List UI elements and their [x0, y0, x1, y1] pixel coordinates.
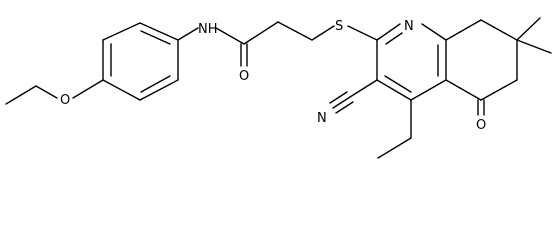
- ketone-oxygen-label: O: [476, 118, 486, 133]
- amide-oxygen-label: O: [239, 69, 249, 84]
- amide-linker: [177, 21, 378, 67]
- thioether-sulfur-label: S: [335, 19, 343, 34]
- ether-oxygen-label: O: [60, 93, 70, 108]
- nitrile-nitrogen-label: N: [317, 111, 327, 126]
- cyclohexanone-ring: [445, 17, 552, 116]
- ethyl-group: [377, 99, 412, 159]
- amide-nh-label: NH: [198, 22, 218, 37]
- nitrile-group: [329, 79, 378, 114]
- ring-nitrogen-label: N: [404, 19, 414, 34]
- ethoxy-group: [5, 79, 104, 105]
- pyridine-ring: [376, 23, 447, 101]
- molecule-structure: NH O S N N O O: [5, 17, 552, 159]
- phenyl-ring: [102, 22, 179, 101]
